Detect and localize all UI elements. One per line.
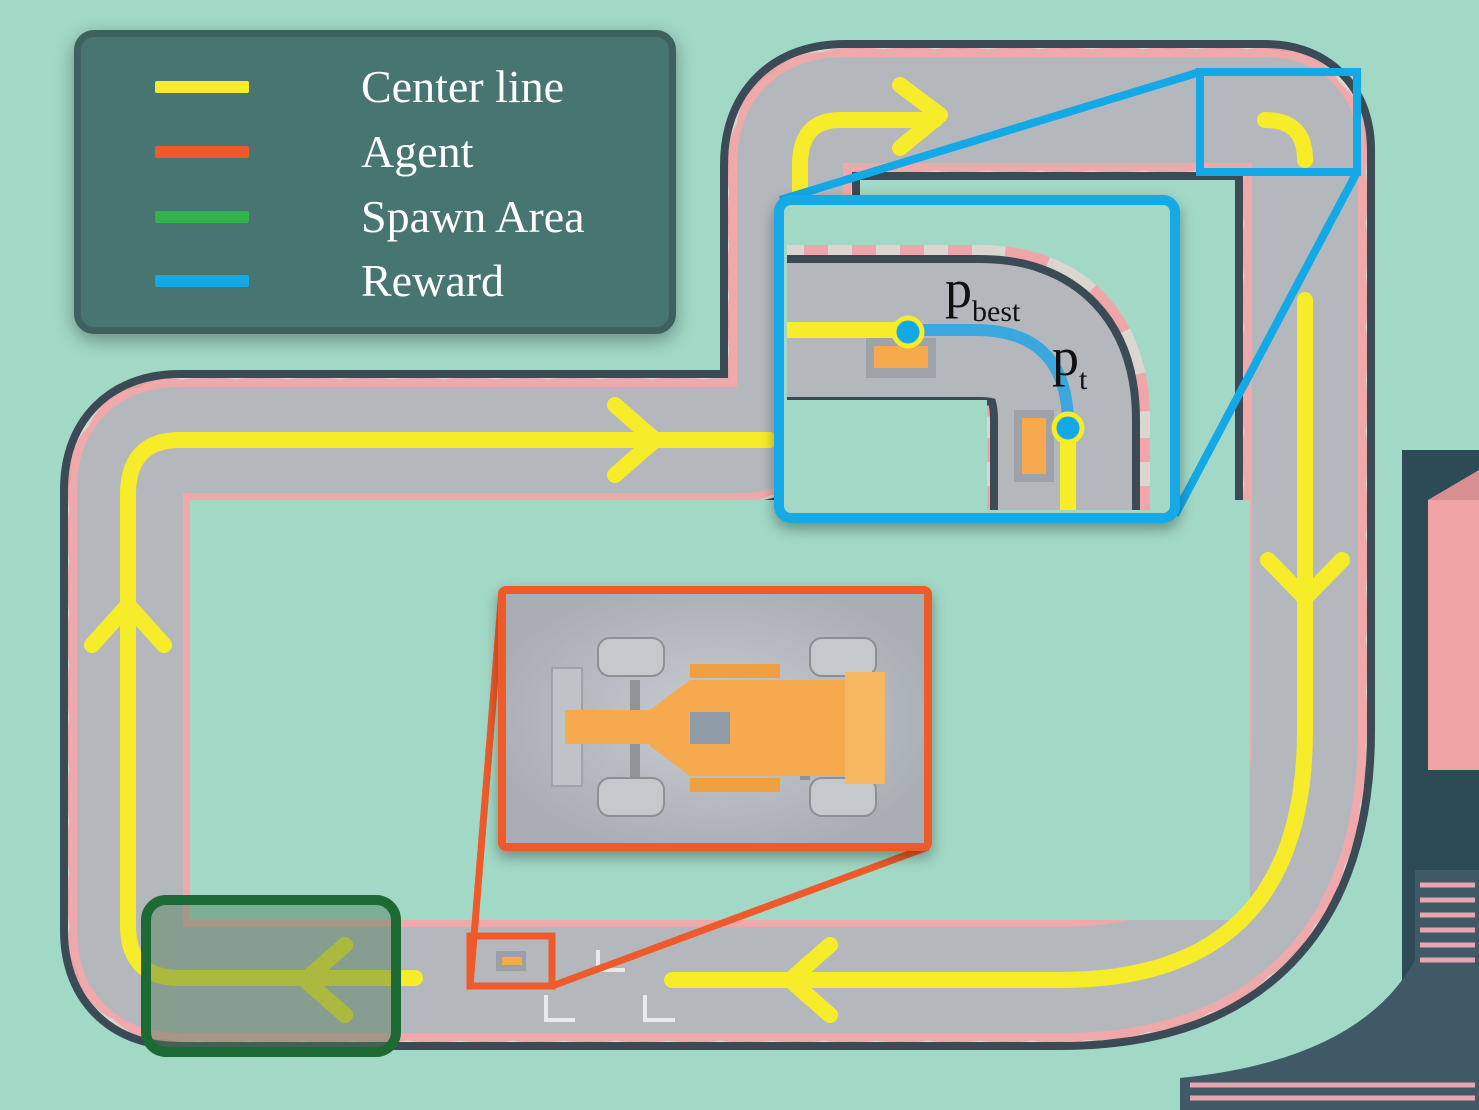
p-best-sub: best — [972, 295, 1021, 328]
buildings — [1180, 450, 1479, 1110]
race-car-small-1 — [866, 338, 936, 378]
reward-zoom-inset — [774, 195, 1180, 523]
p-t-label: pt — [1052, 327, 1087, 395]
p-t-base: p — [1052, 327, 1079, 387]
legend-swatch-yellow — [155, 81, 249, 93]
legend-label: Center line — [361, 61, 565, 112]
legend-label: Reward — [361, 255, 505, 306]
spawn-area-box — [141, 895, 401, 1057]
legend-label: Agent — [361, 126, 474, 177]
legend-label: Spawn Area — [361, 191, 585, 242]
legend: Center line Agent Spawn Area Reward — [74, 30, 676, 334]
p-best-label: pbest — [945, 259, 1020, 327]
legend-item-agent: Agent — [81, 122, 669, 182]
legend-swatch-blue — [155, 275, 249, 287]
legend-swatch-green — [155, 211, 249, 223]
reward-zoom-lines — [778, 68, 1361, 517]
p-best-base: p — [945, 259, 972, 319]
agent-zoom-lines — [466, 589, 930, 990]
race-car-small-2 — [1014, 410, 1054, 482]
p-best-point — [891, 315, 925, 349]
p-t-sub: t — [1079, 363, 1088, 396]
center-line — [84, 77, 1350, 1023]
legend-item-spawn-area: Spawn Area — [81, 187, 669, 247]
legend-item-center-line: Center line — [81, 57, 669, 117]
legend-swatch-orange — [155, 146, 249, 158]
reward-marker — [1196, 68, 1361, 176]
p-t-point — [1051, 411, 1085, 445]
race-car-large — [551, 637, 885, 817]
legend-item-reward: Reward — [81, 251, 669, 311]
